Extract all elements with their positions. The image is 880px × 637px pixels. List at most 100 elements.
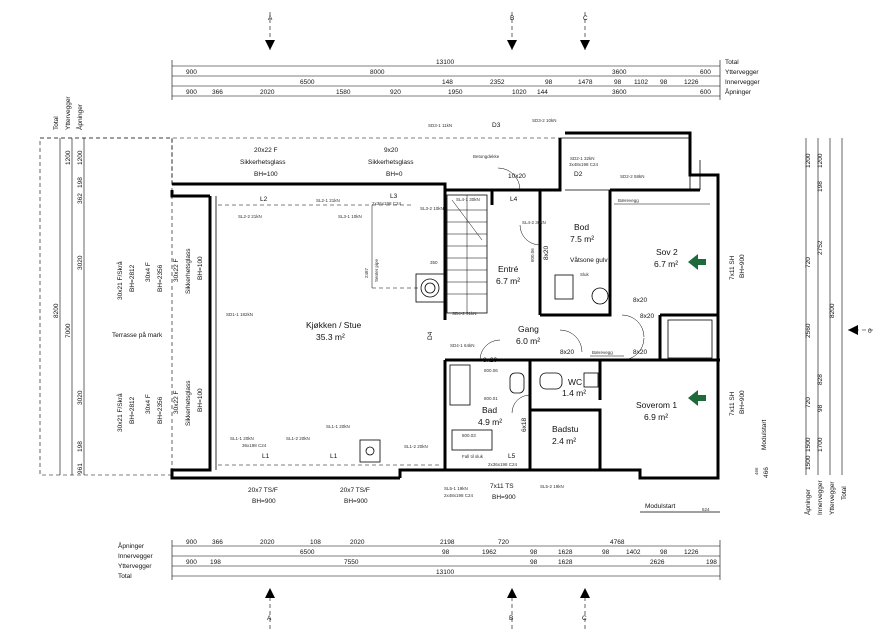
counter-3: 800.06 (530, 248, 535, 262)
misc-labels: Bærevegg Bærevegg Betongdekke Fall til s… (462, 154, 768, 513)
top-inner-8: 1226 (684, 79, 699, 86)
top-dimensions: 13100 Total Yttervegger Innervegger Åpni… (171, 59, 761, 100)
bottom-ytter-1: 198 (210, 559, 221, 566)
bottom-ytter-4: 1628 (558, 559, 573, 566)
note-4: SL2-1 21kN (316, 198, 340, 203)
right-label-inner: Innervegger (817, 479, 824, 515)
bottom-inner-4: 1628 (558, 549, 573, 556)
left-val-1: 1200 (77, 150, 84, 165)
win-left1-1: BH=2812 (129, 264, 136, 292)
bottom-inner-5: 98 (602, 549, 610, 556)
win-bottom1-1: BH=900 (252, 498, 276, 505)
note-2: SD2-1 32kN (570, 156, 595, 161)
win-left2-3: BH=2356 (157, 396, 164, 424)
staircase (446, 194, 488, 314)
senter-pipe-label: Senter pipe (374, 258, 379, 282)
left-val-8: 198 (77, 441, 84, 452)
right-val-12: 466 (763, 467, 770, 478)
top-apn-1: 366 (212, 89, 223, 96)
right-val-11: 98 (817, 404, 824, 412)
room-soverom1-area: 6.9 m² (644, 412, 668, 422)
bottom-ytter-0: 900 (186, 559, 197, 566)
beam-D4: D4 (427, 331, 434, 340)
room-sov2-area: 6.7 m² (654, 259, 678, 269)
axis-a-top: A (268, 15, 273, 22)
top-inner-7: 98 (660, 79, 668, 86)
room-kjokken-area: 35.3 m² (316, 332, 345, 342)
terrace-labels: Terrasse på mark 30x21 F/Skrå BH=2812 30… (112, 248, 204, 432)
arrow-icon (688, 390, 706, 406)
bottom-apn-2: 2020 (260, 539, 275, 546)
fall-sluk-label: Fall til sluk (462, 454, 484, 459)
right-label-total: Total (841, 486, 848, 500)
left-val-7: 3020 (77, 390, 84, 405)
bottom-apn-0: 900 (186, 539, 197, 546)
note-9: SL4-2 30kN (522, 220, 546, 225)
left-val-3: 362 (77, 193, 84, 204)
right-val-1: 1200 (817, 153, 824, 168)
win-top2-1: Sikkerhetsglass (368, 159, 414, 166)
axis-c-top: C (583, 15, 588, 22)
bottom-apn-3: 108 (310, 539, 321, 546)
dim-624: 624 (702, 507, 710, 512)
left-dimensions: Total Yttervegger Åpninger 1200 1200 198… (53, 96, 85, 475)
beam-L2: L2 (260, 196, 268, 203)
win-bottom2-1: BH=900 (344, 498, 368, 505)
beam-L3: L3 (390, 193, 398, 200)
stove-pipe: 2487 Senter pipe 350 (364, 205, 445, 303)
right-val-9: 1500 (805, 437, 812, 452)
note-12: SL1-1 20kN (230, 436, 254, 441)
top-ytter-label: Yttervegger (725, 69, 759, 76)
note-17: SL5-2 19kN (540, 484, 564, 489)
top-apn-label: Åpninger (725, 87, 752, 96)
barevegg-2: Bærevegg (592, 350, 613, 355)
win-right2-0: 7x11 SH (729, 391, 736, 416)
door-labels: 8x20 8x20 8x20 8x20 8x20 10x20 8x20 6x18 (483, 173, 654, 432)
dim-350: 350 (430, 260, 438, 265)
note-0: SD3-1 11kN (428, 123, 452, 128)
beam-L1: L1 (262, 453, 270, 460)
right-val-13: 1500 (805, 455, 812, 470)
left-val-9: 961 (77, 463, 84, 474)
win-left1-3: BH=2356 (157, 264, 164, 292)
win-left2-0: 30x21 F/Skrå (116, 393, 124, 432)
note-15: SL1-2 20kN (404, 444, 428, 449)
right-label-apn: Åpninger (803, 488, 812, 515)
window-labels-bottom: 20x7 TS/F BH=900 20x7 TS/F BH=900 7x11 T… (248, 483, 516, 505)
door-1: 8x20 (633, 297, 647, 304)
win-left2-1: BH=2812 (129, 396, 136, 424)
top-inner-5: 98 (614, 79, 622, 86)
bottom-ytter-2: 7550 (344, 559, 359, 566)
axis-b-bottom: B (509, 615, 513, 622)
top-total: 13100 (436, 59, 454, 66)
room-kjokken-name: Kjøkken / Stue (306, 320, 362, 330)
axis-c-bottom: C (582, 615, 587, 622)
spec-0: 36x198 C24 (242, 443, 267, 448)
win-top1-0: 20x22 F (254, 147, 278, 154)
win-left1-6: BH=100 (197, 256, 204, 280)
top-apn-0: 900 (186, 89, 197, 96)
door-5: 10x20 (508, 173, 526, 180)
win-top2-2: BH=0 (386, 171, 403, 178)
beam-L3-spec: 2x36x198 C24 (372, 201, 402, 206)
note-8: SL4-1 30kN (456, 197, 480, 202)
right-val-4: 720 (805, 257, 812, 268)
note-1: SD3-2 10kN (532, 118, 557, 123)
bottom-inner-2: 1962 (482, 549, 497, 556)
bottom-apn-6: 720 (498, 539, 509, 546)
door-0: 8x20 (543, 246, 550, 260)
right-val-5: 2560 (805, 323, 812, 338)
beams: L2 L3 2x36x198 C24 L4 D3 D2 D4 L1 L1 L5 … (218, 122, 583, 467)
right-val-10: 1700 (817, 437, 824, 452)
left-val-4: 8200 (53, 303, 60, 318)
note-3: SD2-2 58kN (620, 174, 645, 179)
win-right2-1: BH=900 (739, 390, 746, 414)
modulstart-bottom: Modulstart (645, 503, 676, 510)
left-label-total: Total (53, 116, 60, 130)
bottom-ytter-3: 98 (530, 559, 538, 566)
room-gang-area: 6.0 m² (516, 336, 540, 346)
load-notes: SD3-1 11kN SD3-2 10kN SD2-1 32kN SD2-2 5… (226, 118, 645, 498)
win-left1-2: 30x4 F (145, 262, 152, 282)
door-3: 8x20 (560, 349, 574, 356)
